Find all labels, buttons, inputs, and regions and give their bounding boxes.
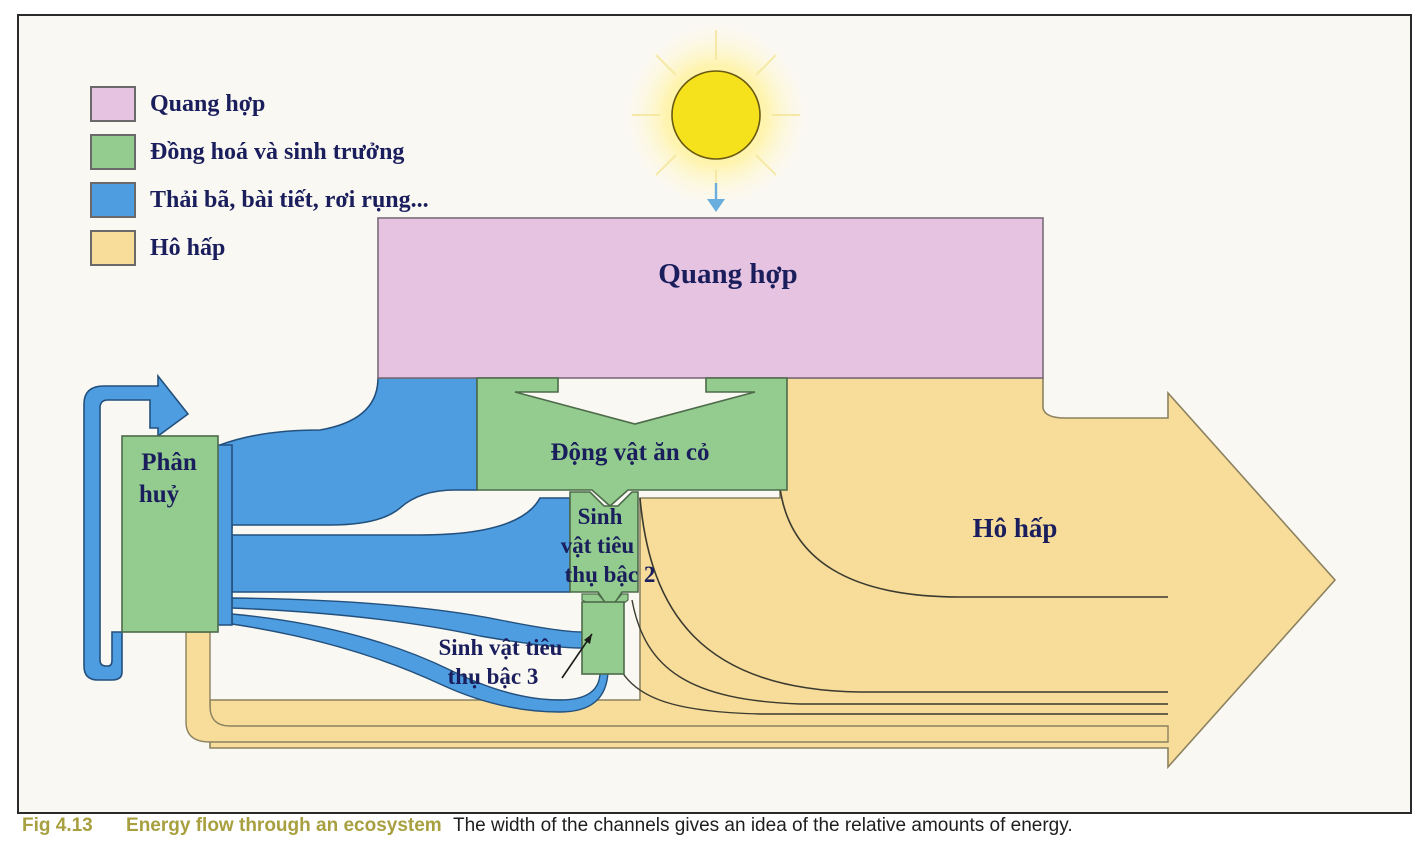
caption-description: The width of the channels gives an idea … [452,815,1073,836]
label-consumer2-line3: thụ bậc 2 [564,562,656,587]
caption-title: Energy flow through an ecosystem [126,815,442,836]
respiration-divider-2 [639,497,1168,693]
respiration-divider-1 [779,487,1168,598]
excretion-flows [83,373,609,713]
legend-item-excretion: Thải bã, bài tiết, rơi rụng... [90,180,429,220]
legend-swatch-photosynthesis [90,86,136,122]
down-arrow-icon [707,183,725,212]
legend-swatch-respiration [90,230,136,266]
producer-waste-flow [219,377,478,529]
consumer2-box [569,491,639,612]
figure-caption: Fig 4.13 Energy flow through an ecosyste… [22,815,1073,837]
legend-label-excretion: Thải bã, bài tiết, rơi rụng... [150,186,429,213]
legend-label-respiration: Hô hấp [150,234,226,261]
legend-swatch-assimilation [90,134,136,170]
herbivore-box [476,377,788,508]
label-herbivores: Động vật ăn cỏ [550,439,710,466]
decomposer-respiration-path [185,631,1169,743]
respiration-arrow [209,377,1337,770]
legend-swatch-excretion [90,182,136,218]
decomposer-box [121,435,219,633]
herbivore-waste-flow [231,497,571,593]
respiration-divider-3 [631,599,1168,705]
photosynthesis-box [377,217,1044,379]
assimilation-nodes [121,377,788,675]
label-consumer3-line2: thụ bậc 3 [447,664,539,689]
consumer3-pointer-head [584,634,592,644]
respiration-divider-4 [621,671,1168,715]
label-consumer2-line1: Sinh [577,504,623,529]
legend-item-respiration: Hô hấp [90,228,225,268]
legend-item-assimilation: Đồng hoá và sinh trưởng [90,132,404,172]
sun-icon [626,25,806,205]
legend-label-assimilation: Đồng hoá và sinh trưởng [150,138,405,165]
respiration-flows [185,377,1337,770]
legend-label-photosynthesis: Quang hợp [150,90,266,117]
label-photosynthesis: Quang hợp [658,258,798,290]
label-consumer2-line2: vật tiêu [560,533,635,558]
label-decomposers-line1: Phân [141,449,197,476]
label-consumer3-line1: Sinh vật tiêu [438,635,563,660]
label-decomposers-line2: huỷ [138,481,180,508]
legend-item-photosynthesis: Quang hợp [90,84,265,124]
caption-figure-number: Fig 4.13 [22,815,93,836]
recycling-loop-shape [83,373,190,681]
label-respiration: Hô hấp [972,513,1058,543]
